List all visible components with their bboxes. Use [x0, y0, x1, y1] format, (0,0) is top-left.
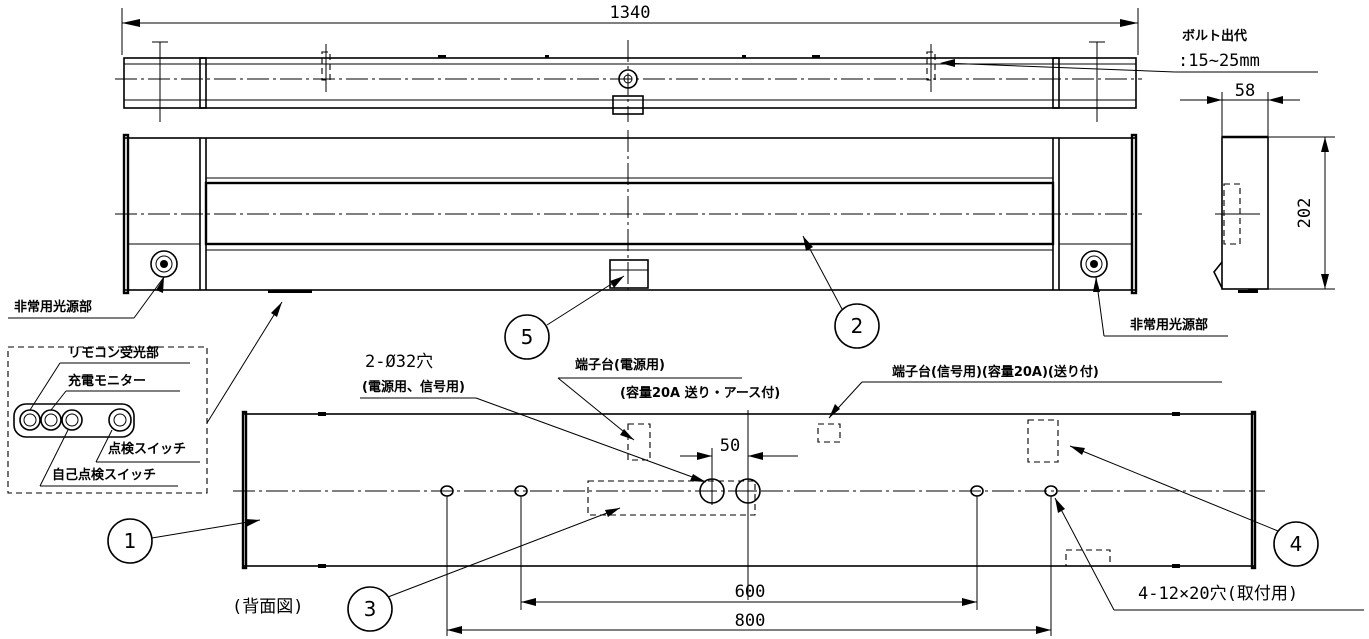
- callout-5: 5: [504, 275, 625, 360]
- mount-spacing-dimensions: 600 800: [446, 496, 1052, 636]
- check-switch-label: 点検スイッチ: [108, 441, 186, 457]
- mount-spacing-outer-label: 800: [735, 611, 766, 631]
- front-view: [115, 130, 1258, 295]
- emergency-label-left-group: 非常用光源部: [8, 276, 165, 319]
- holes-2-label: 2-Ø32穴: [365, 352, 433, 372]
- holes-2-purpose: (電源用、信号用): [362, 379, 465, 395]
- bolt-allowance-value: :15~25mm: [1178, 51, 1260, 71]
- mount-spacing-inner-label: 600: [735, 582, 766, 602]
- svg-text:4: 4: [1290, 532, 1303, 556]
- back-view-label: (背面図): [232, 597, 303, 617]
- terminal-power-spec: (容量20A 送り・アース付): [620, 385, 780, 401]
- bolt-allowance-callout: ボルト出代 :15~25mm: [940, 28, 1318, 73]
- callout-4: 4: [1069, 445, 1319, 567]
- terminal-power-callout: 端子台(電源用) (容量20A 送り・アース付): [557, 357, 780, 441]
- bolt-allowance-title: ボルト出代: [1182, 28, 1247, 44]
- back-view: 50: [233, 410, 1265, 600]
- charge-monitor-label: 充電モニター: [68, 373, 146, 389]
- emergency-label-right: 非常用光源部: [1130, 317, 1208, 333]
- svg-text:2: 2: [851, 314, 864, 338]
- mount-holes-callout: 4-12×20穴(取付用): [1054, 497, 1364, 611]
- terminal-signal-callout: 端子台(信号用)(容量20A)(送り付): [828, 364, 1222, 419]
- callout-3: 3: [347, 507, 621, 632]
- side-view: 58 202: [1180, 81, 1335, 292]
- terminal-spacing-label: 50: [720, 436, 740, 456]
- emergency-label-right-group: 非常用光源部: [1093, 276, 1228, 337]
- emergency-light-left: [150, 250, 178, 278]
- svg-text:3: 3: [364, 597, 377, 621]
- emergency-light-right: [1080, 250, 1108, 278]
- terminal-power-title: 端子台(電源用): [575, 357, 665, 373]
- side-width-label: 58: [1235, 81, 1255, 101]
- emergency-label-left: 非常用光源部: [14, 299, 92, 315]
- callout-1: 1: [107, 518, 261, 564]
- dimension-total-length: 1340: [121, 3, 1139, 55]
- mount-holes-label: 4-12×20穴(取付用): [1138, 584, 1298, 604]
- total-length-label: 1340: [610, 3, 651, 23]
- height-label: 202: [1295, 198, 1315, 229]
- remote-receiver-label: リモコン受光部: [68, 345, 159, 361]
- callout-2: 2: [802, 235, 880, 349]
- svg-text:5: 5: [521, 325, 534, 349]
- top-view: [115, 40, 1142, 122]
- self-check-switch-label: 自己点検スイッチ: [52, 467, 156, 483]
- svg-text:1: 1: [124, 529, 137, 553]
- holes-callout: 2-Ø32穴 (電源用、信号用): [360, 352, 707, 483]
- terminal-signal-label: 端子台(信号用)(容量20A)(送り付): [892, 364, 1099, 380]
- control-panel-detail: リモコン受光部 充電モニター 点検スイッチ 自己点検スイッチ: [7, 301, 283, 494]
